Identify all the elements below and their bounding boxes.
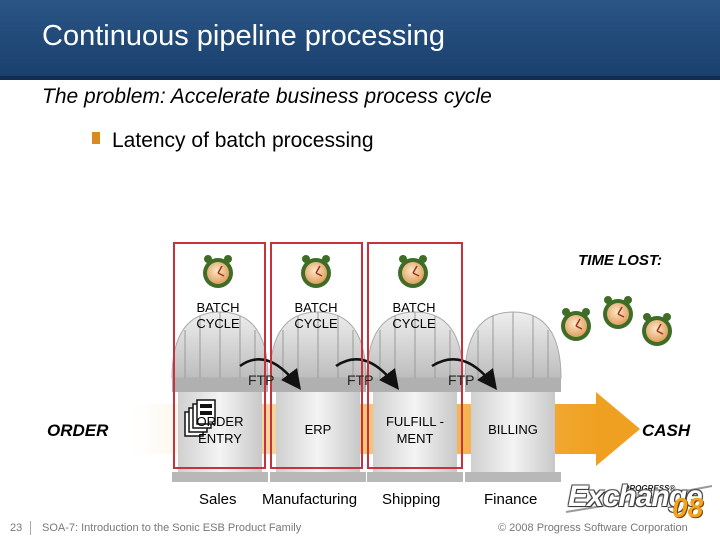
alarm-clock-icon: [642, 313, 672, 346]
alarm-clock-icon: [603, 296, 633, 329]
stage-erp-label: ERP: [304, 422, 332, 437]
batch-cycle-label: BATCH CYCLE: [294, 300, 338, 331]
dept-shipping-label: Shipping: [382, 491, 441, 508]
order-label: ORDER: [47, 421, 109, 440]
ftp-arrow-1: [239, 358, 302, 390]
ftp-arrow-3: [431, 358, 498, 390]
batch-cycle-label: BATCH CYCLE: [392, 300, 436, 331]
cash-label: CASH: [642, 421, 691, 440]
alarm-clock-icon: [561, 308, 591, 341]
title-bar: [0, 0, 720, 76]
batch-box-3: [367, 242, 463, 469]
stage-label-line: ENTRY: [198, 431, 242, 446]
logo-year: 08: [672, 492, 704, 523]
dept-manufacturing-label: Manufacturing: [262, 491, 358, 508]
dept-sales-label: Sales: [199, 491, 237, 508]
ftp-label: FTP: [448, 372, 475, 388]
batch-box-2: [270, 242, 363, 469]
slide-title: Continuous pipeline processing: [42, 20, 446, 52]
logo-brand-text: PROGRESS®: [624, 484, 676, 493]
footer-divider: [30, 521, 31, 535]
stage-label-line: FULFILL -: [385, 414, 445, 429]
alarm-clock-icon: [203, 255, 233, 288]
stage-label-line: MENT: [396, 431, 434, 446]
footer-title: SOA-7: Introduction to the Sonic ESB Pro…: [42, 522, 302, 534]
pillar-manufacturing: [269, 311, 367, 482]
alarm-clock-icon: [398, 255, 428, 288]
pillar-sales: [171, 311, 269, 482]
page-number: 23: [10, 522, 23, 534]
title-bar-underline: [0, 76, 720, 80]
alarm-clock-icon: [301, 255, 331, 288]
ftp-arrow-2: [335, 358, 400, 390]
bullet-marker: [92, 132, 100, 144]
ftp-label: FTP: [347, 372, 374, 388]
stage-billing-label: BILLING: [488, 422, 538, 437]
documents-icon: [184, 399, 216, 437]
time-lost-label: TIME LOST:: [578, 252, 662, 269]
logo-word: Exchange: [568, 480, 703, 513]
bullet-item: Latency of batch processing: [112, 129, 374, 152]
batch-box-1: [173, 242, 266, 469]
stage-fulfillment-label: FULFILL - MENT: [377, 413, 453, 447]
slide-subtitle: The problem: Accelerate business process…: [42, 85, 492, 108]
footer-copyright: © 2008 Progress Software Corporation: [498, 522, 688, 534]
stage-label-line: ORDER: [196, 414, 244, 429]
ftp-label: FTP: [248, 372, 275, 388]
batch-cycle-label: BATCH CYCLE: [196, 300, 240, 331]
pillar-shipping: [366, 311, 464, 482]
dept-finance-label: Finance: [484, 491, 538, 508]
pillar-finance: [464, 311, 562, 482]
logo-swoosh: [565, 485, 713, 513]
stage-order-entry-label: ORDER ENTRY: [182, 413, 258, 447]
